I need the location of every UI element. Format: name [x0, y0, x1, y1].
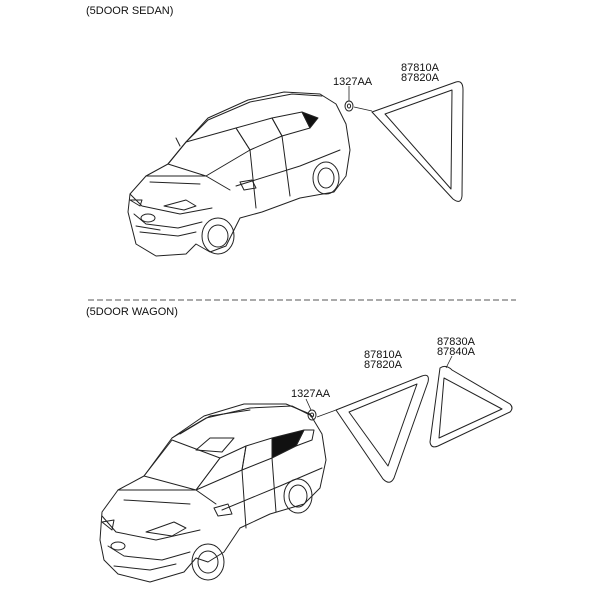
wagon-glass-label-bottom: 87820A [364, 359, 402, 371]
sedan-glass-label-bottom: 87820A [401, 72, 439, 84]
wagon-clip-label: 1327AA [291, 388, 331, 400]
sedan-glass-leader [353, 106, 373, 112]
wagon-car-illustration [99, 403, 327, 583]
section-title-sedan: (5DOOR SEDAN) [86, 5, 174, 17]
wagon-rear-glass-label-bottom: 87840A [437, 346, 475, 358]
wagon-rear-quarter-glass-part [429, 365, 513, 448]
wagon-rear-glass-label-top: 87830A [437, 336, 475, 348]
wagon-quarter-glass-part [335, 374, 429, 483]
wagon-rear-glass-leader [445, 355, 453, 369]
wagon-glass-leader [316, 409, 337, 418]
section-title-wagon: (5DOOR WAGON) [86, 306, 178, 318]
sedan-car-illustration [127, 91, 351, 257]
sedan-clip-part [344, 100, 354, 112]
wagon-clip-leader [305, 398, 312, 411]
sedan-quarter-glass-part [371, 81, 464, 202]
sedan-glass-label-top: 87810A [401, 62, 439, 74]
wagon-clip-part [307, 409, 317, 421]
sedan-clip-label: 1327AA [333, 76, 373, 88]
wagon-glass-label-top: 87810A [364, 349, 402, 361]
